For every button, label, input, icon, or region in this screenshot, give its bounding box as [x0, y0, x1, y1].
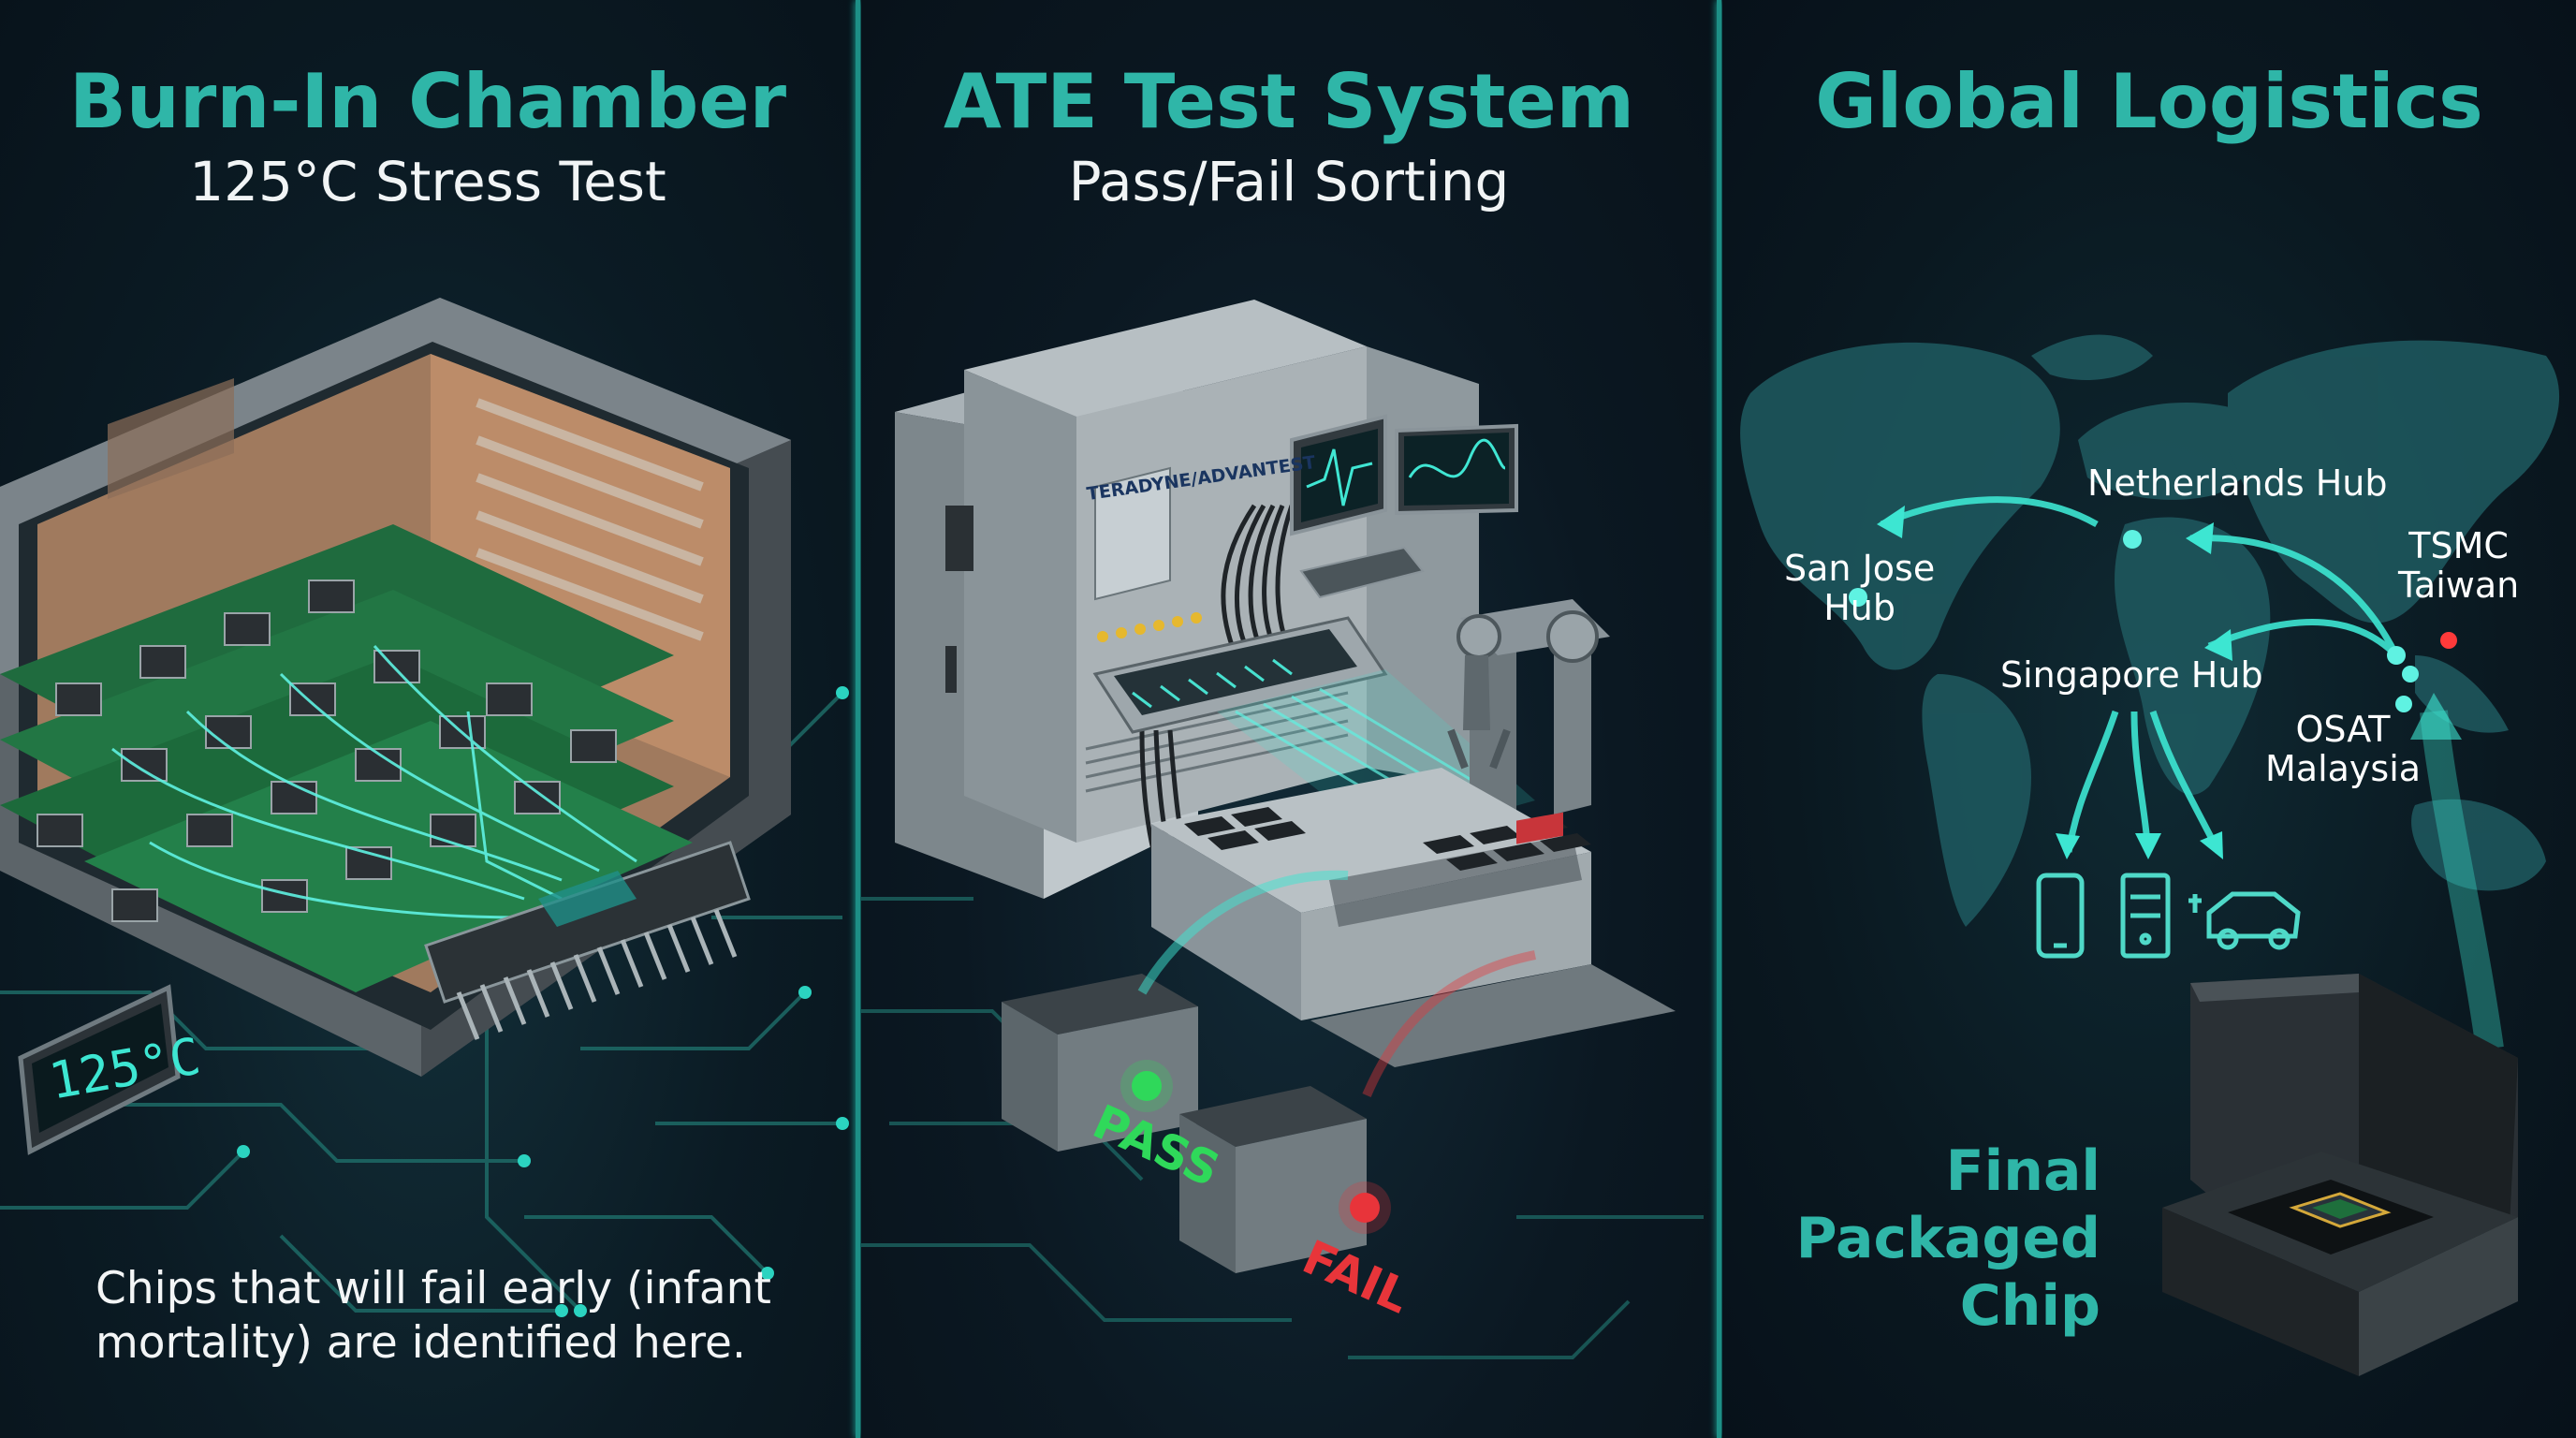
ate-monitors — [1290, 414, 1518, 599]
electric-car-icon — [2188, 891, 2301, 950]
san-jose-hub-label: San Jose Hub — [1784, 549, 1935, 627]
world-map — [1740, 334, 2560, 927]
shipping-arc-head — [2410, 693, 2462, 740]
world-map-illustration — [1740, 334, 2560, 1376]
osat-label-line1: OSAT — [2295, 709, 2391, 750]
tsmc-label-line2: Taiwan — [2398, 565, 2520, 606]
san-jose-label-line2: Hub — [1823, 587, 1895, 628]
fail-trajectory — [1362, 950, 1536, 1097]
hub-nodes — [1849, 530, 2457, 712]
panel-divider-1 — [856, 0, 860, 1438]
logistics-panel: Global Logistics Netherlands Hub TSMC Ta… — [1722, 0, 2576, 1438]
chamber-vents — [476, 398, 704, 641]
burn-in-subtitle: 125°C Stress Test — [189, 150, 666, 213]
glow-traces — [111, 645, 637, 919]
pass-trajectory — [1137, 870, 1349, 995]
robotic-arm — [1447, 599, 1610, 824]
test-handler — [1151, 768, 1676, 1067]
burn-in-panel: 125°C Burn-In Chamber 125°C Stress Test … — [0, 0, 856, 1438]
server-icon — [2120, 873, 2171, 959]
logistics-routes — [1880, 496, 2400, 854]
temperature-display — [18, 984, 181, 1155]
final-label-line1: Final — [1945, 1138, 2100, 1204]
end-product-icons — [2036, 873, 2301, 959]
ate-test-head — [1092, 616, 1388, 734]
ate-panel: TERADYNE/ADVANTEST PASS FAIL ATE Test Sy… — [861, 0, 1717, 1438]
burn-in-chamber-illustration — [0, 298, 849, 1317]
netherlands-hub-label: Netherlands Hub — [2087, 462, 2388, 504]
shipping-arc — [2420, 710, 2504, 1051]
final-packaged-chip-label: Final Packaged Chip — [1796, 1137, 2100, 1340]
burn-in-title: Burn-In Chamber — [68, 58, 787, 145]
singapore-hub-label: Singapore Hub — [2000, 654, 2263, 696]
logistics-title: Global Logistics — [1815, 58, 2483, 145]
burn-in-caption: Chips that will fail early (infant morta… — [95, 1263, 771, 1369]
tsmc-label: TSMC Taiwan — [2398, 526, 2519, 605]
ate-subtitle: Pass/Fail Sorting — [1068, 150, 1510, 213]
route-arrowheads — [1877, 506, 2232, 859]
tsmc-label-line1: TSMC — [2408, 525, 2509, 566]
panel-divider-2 — [1717, 0, 1721, 1438]
san-jose-label-line1: San Jose — [1784, 548, 1936, 589]
pass-bin — [1002, 974, 1198, 1152]
ate-system-illustration — [861, 300, 1704, 1359]
smartphone-icon — [2036, 873, 2085, 959]
final-label-line2: Packaged — [1795, 1206, 2100, 1271]
fail-bin — [1179, 1086, 1391, 1273]
burn-in-socket-chip — [424, 841, 751, 1040]
final-chip-box — [2162, 974, 2518, 1376]
ate-title: ATE Test System — [944, 58, 1634, 145]
final-label-line3: Chip — [1959, 1273, 2100, 1339]
osat-label-line2: Malaysia — [2265, 748, 2422, 789]
ate-cabinet — [895, 300, 1479, 899]
osat-label: OSAT Malaysia — [2265, 710, 2421, 788]
